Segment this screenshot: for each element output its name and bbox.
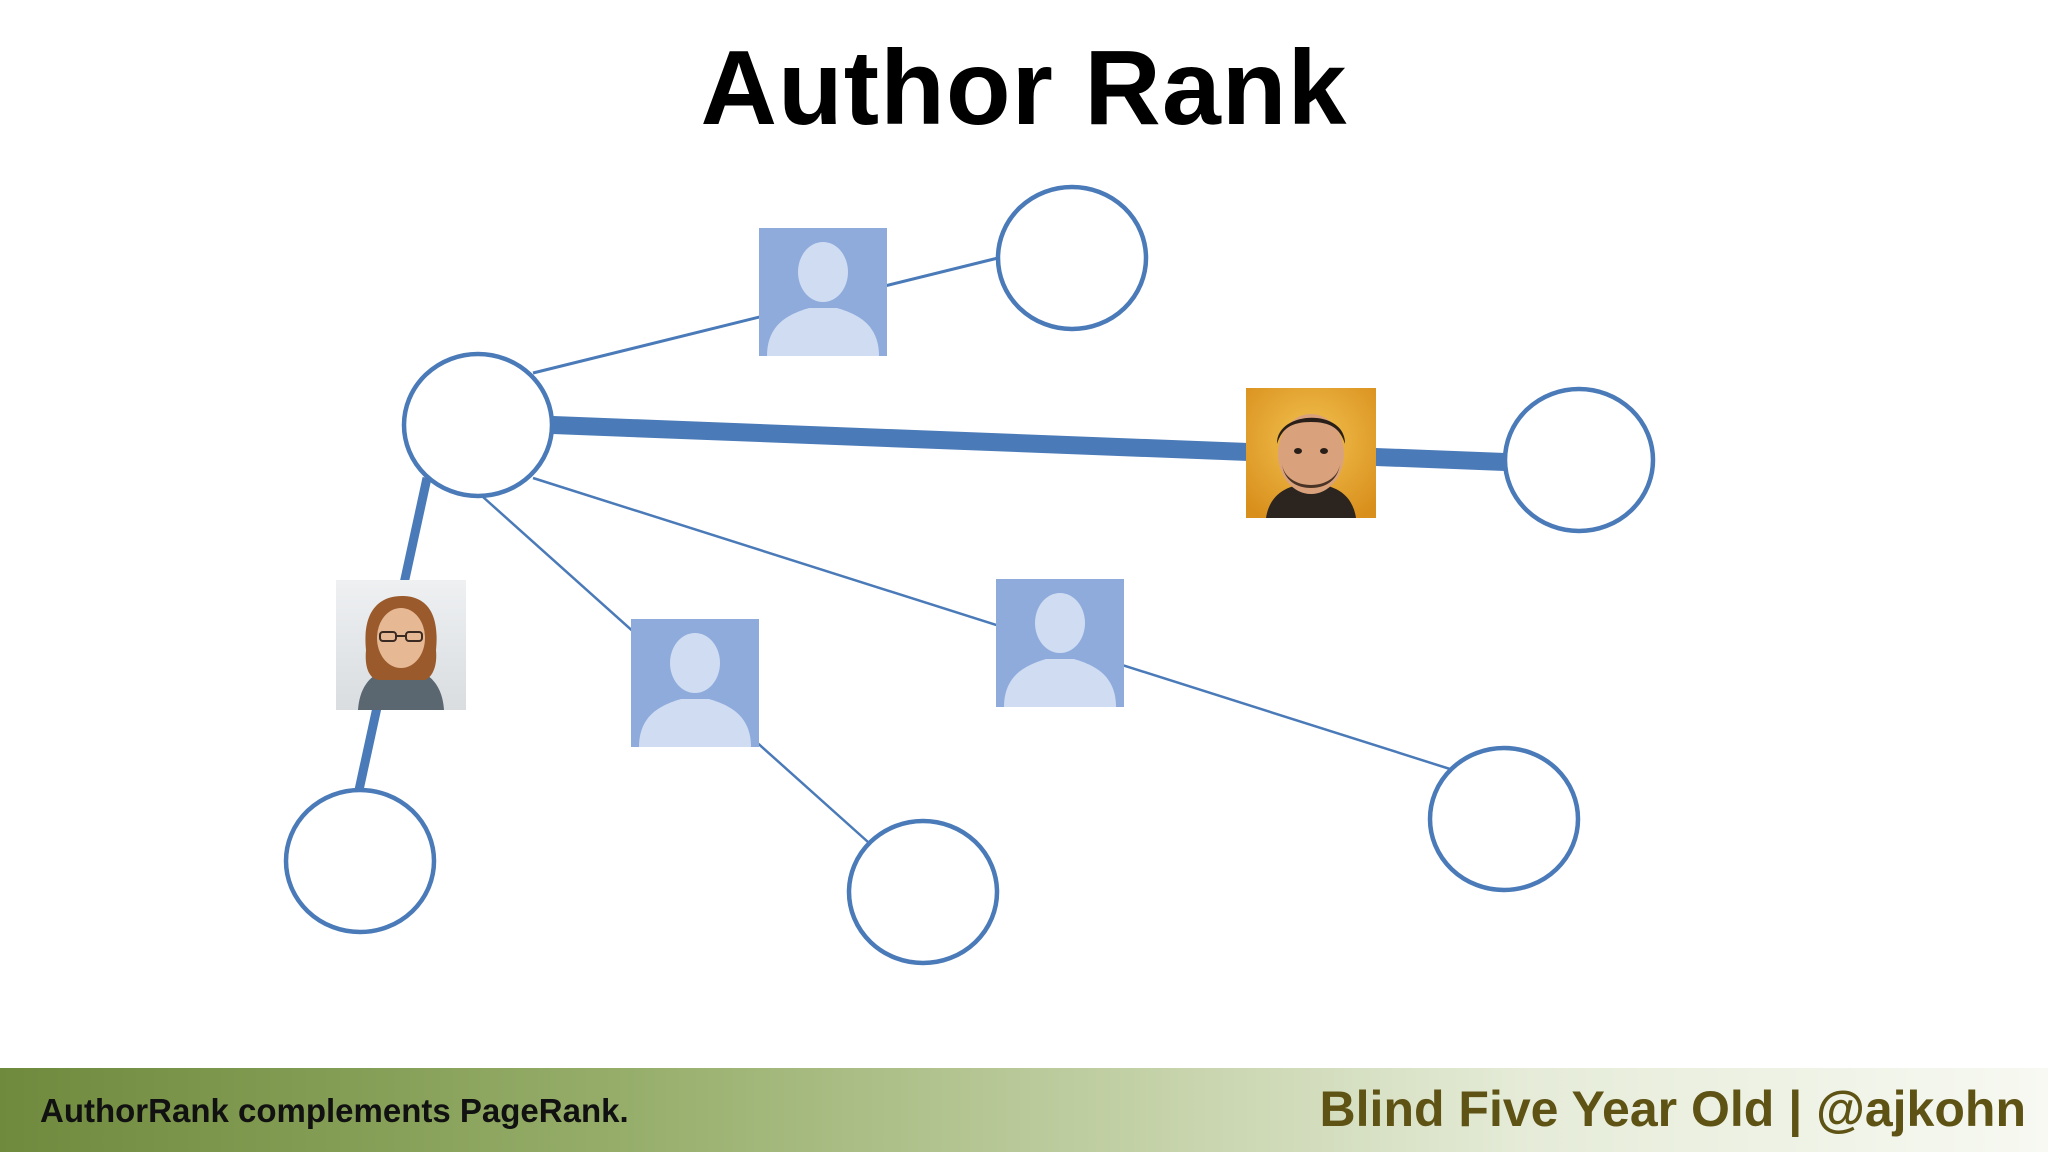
node-right [1502, 386, 1656, 534]
node-bottom-left [283, 787, 437, 935]
footer-brand: Blind Five Year Old | @ajkohn [1319, 1081, 2026, 1137]
generic-author-top [759, 228, 887, 356]
person-silhouette-icon [639, 633, 751, 747]
footer-caption: AuthorRank complements PageRank. [40, 1092, 629, 1129]
generic-author-middle [631, 619, 759, 747]
person-silhouette-icon [767, 242, 879, 356]
edge-hub-bottom-right [532, 476, 1451, 771]
footer-bar: AuthorRank complements PageRank. Blind F… [0, 1068, 2048, 1152]
author-photo-woman [336, 580, 466, 710]
node-hub [401, 351, 555, 499]
generic-author-right [996, 579, 1124, 707]
person-silhouette-icon [1004, 593, 1116, 707]
node-bottom-right [1427, 745, 1581, 893]
node-top [995, 184, 1149, 332]
node-bottom-center [846, 818, 1000, 966]
slide-title: Author Rank [700, 29, 1348, 147]
nodes [283, 184, 1656, 966]
author-photo-man [1246, 388, 1376, 518]
edges [354, 256, 1506, 843]
